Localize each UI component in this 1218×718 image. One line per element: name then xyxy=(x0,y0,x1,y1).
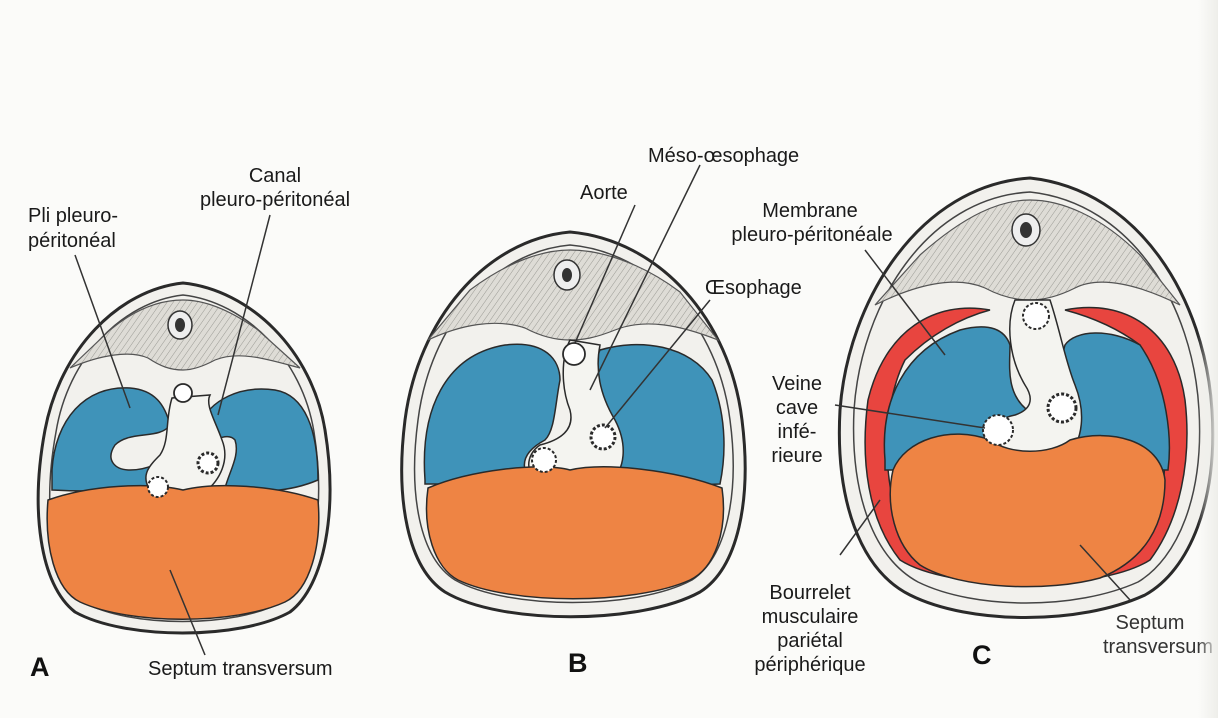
panel-c-oesophagus-icon xyxy=(1048,394,1076,422)
panel-c-vena-cava-icon xyxy=(983,415,1013,445)
label-veine-line2: cave xyxy=(776,397,818,420)
panel-a-septum-transversum xyxy=(47,486,319,620)
panel-c-septum-transversum xyxy=(890,434,1165,587)
label-aorte: Aorte xyxy=(580,182,628,205)
label-septum-c-line2: transversum xyxy=(1103,636,1213,659)
panel-a-aorta-icon xyxy=(174,384,192,402)
label-membrane-line1: Membrane xyxy=(762,200,858,223)
panel-c-aorta-icon xyxy=(1023,303,1049,329)
page-edge-shadow xyxy=(1198,0,1218,718)
label-veine-line3: infé- xyxy=(778,421,817,444)
label-membrane-line2: pleuro-péritonéale xyxy=(731,224,892,247)
panel-c-section xyxy=(839,178,1212,618)
panel-c-spinal-canal-icon xyxy=(1020,222,1032,238)
panel-letter-b: B xyxy=(568,648,588,679)
label-septum-transversum-a: Septum transversum xyxy=(148,658,333,681)
label-canal-pleuro-peritoneal-line1: Canal xyxy=(249,165,301,188)
panel-letter-a: A xyxy=(30,652,50,683)
panel-a-oesophagus-icon xyxy=(198,453,218,473)
panel-b-spinal-canal-icon xyxy=(562,268,572,282)
label-canal-pleuro-peritoneal-line2: pleuro-péritonéal xyxy=(200,189,350,212)
label-septum-c-line1: Septum xyxy=(1116,612,1185,635)
label-bourrelet-line4: périphérique xyxy=(754,654,865,677)
panel-b-section xyxy=(402,232,745,617)
panel-b-septum-transversum xyxy=(427,467,724,599)
label-pli-pleuro-peritoneal-line2: péritonéal xyxy=(28,230,116,253)
panel-a-section xyxy=(38,283,330,633)
panel-b-aorta-icon xyxy=(563,343,585,365)
panel-b-oesophagus-icon xyxy=(591,425,615,449)
label-bourrelet-line1: Bourrelet xyxy=(769,582,850,605)
label-meso-oesophage: Méso-œsophage xyxy=(648,145,799,168)
label-pli-pleuro-peritoneal-line1: Pli pleuro- xyxy=(28,205,118,228)
panel-a-vena-cava-icon xyxy=(148,477,168,497)
label-bourrelet-line3: pariétal xyxy=(777,630,843,653)
panel-letter-c: C xyxy=(972,640,992,671)
panel-b-vena-cava-icon xyxy=(532,448,556,472)
label-oesophage: Œsophage xyxy=(705,277,802,300)
panel-a-spinal-canal-icon xyxy=(175,318,185,332)
label-veine-line1: Veine xyxy=(772,373,822,396)
label-bourrelet-line2: musculaire xyxy=(762,606,859,629)
label-veine-line4: rieure xyxy=(771,445,822,468)
